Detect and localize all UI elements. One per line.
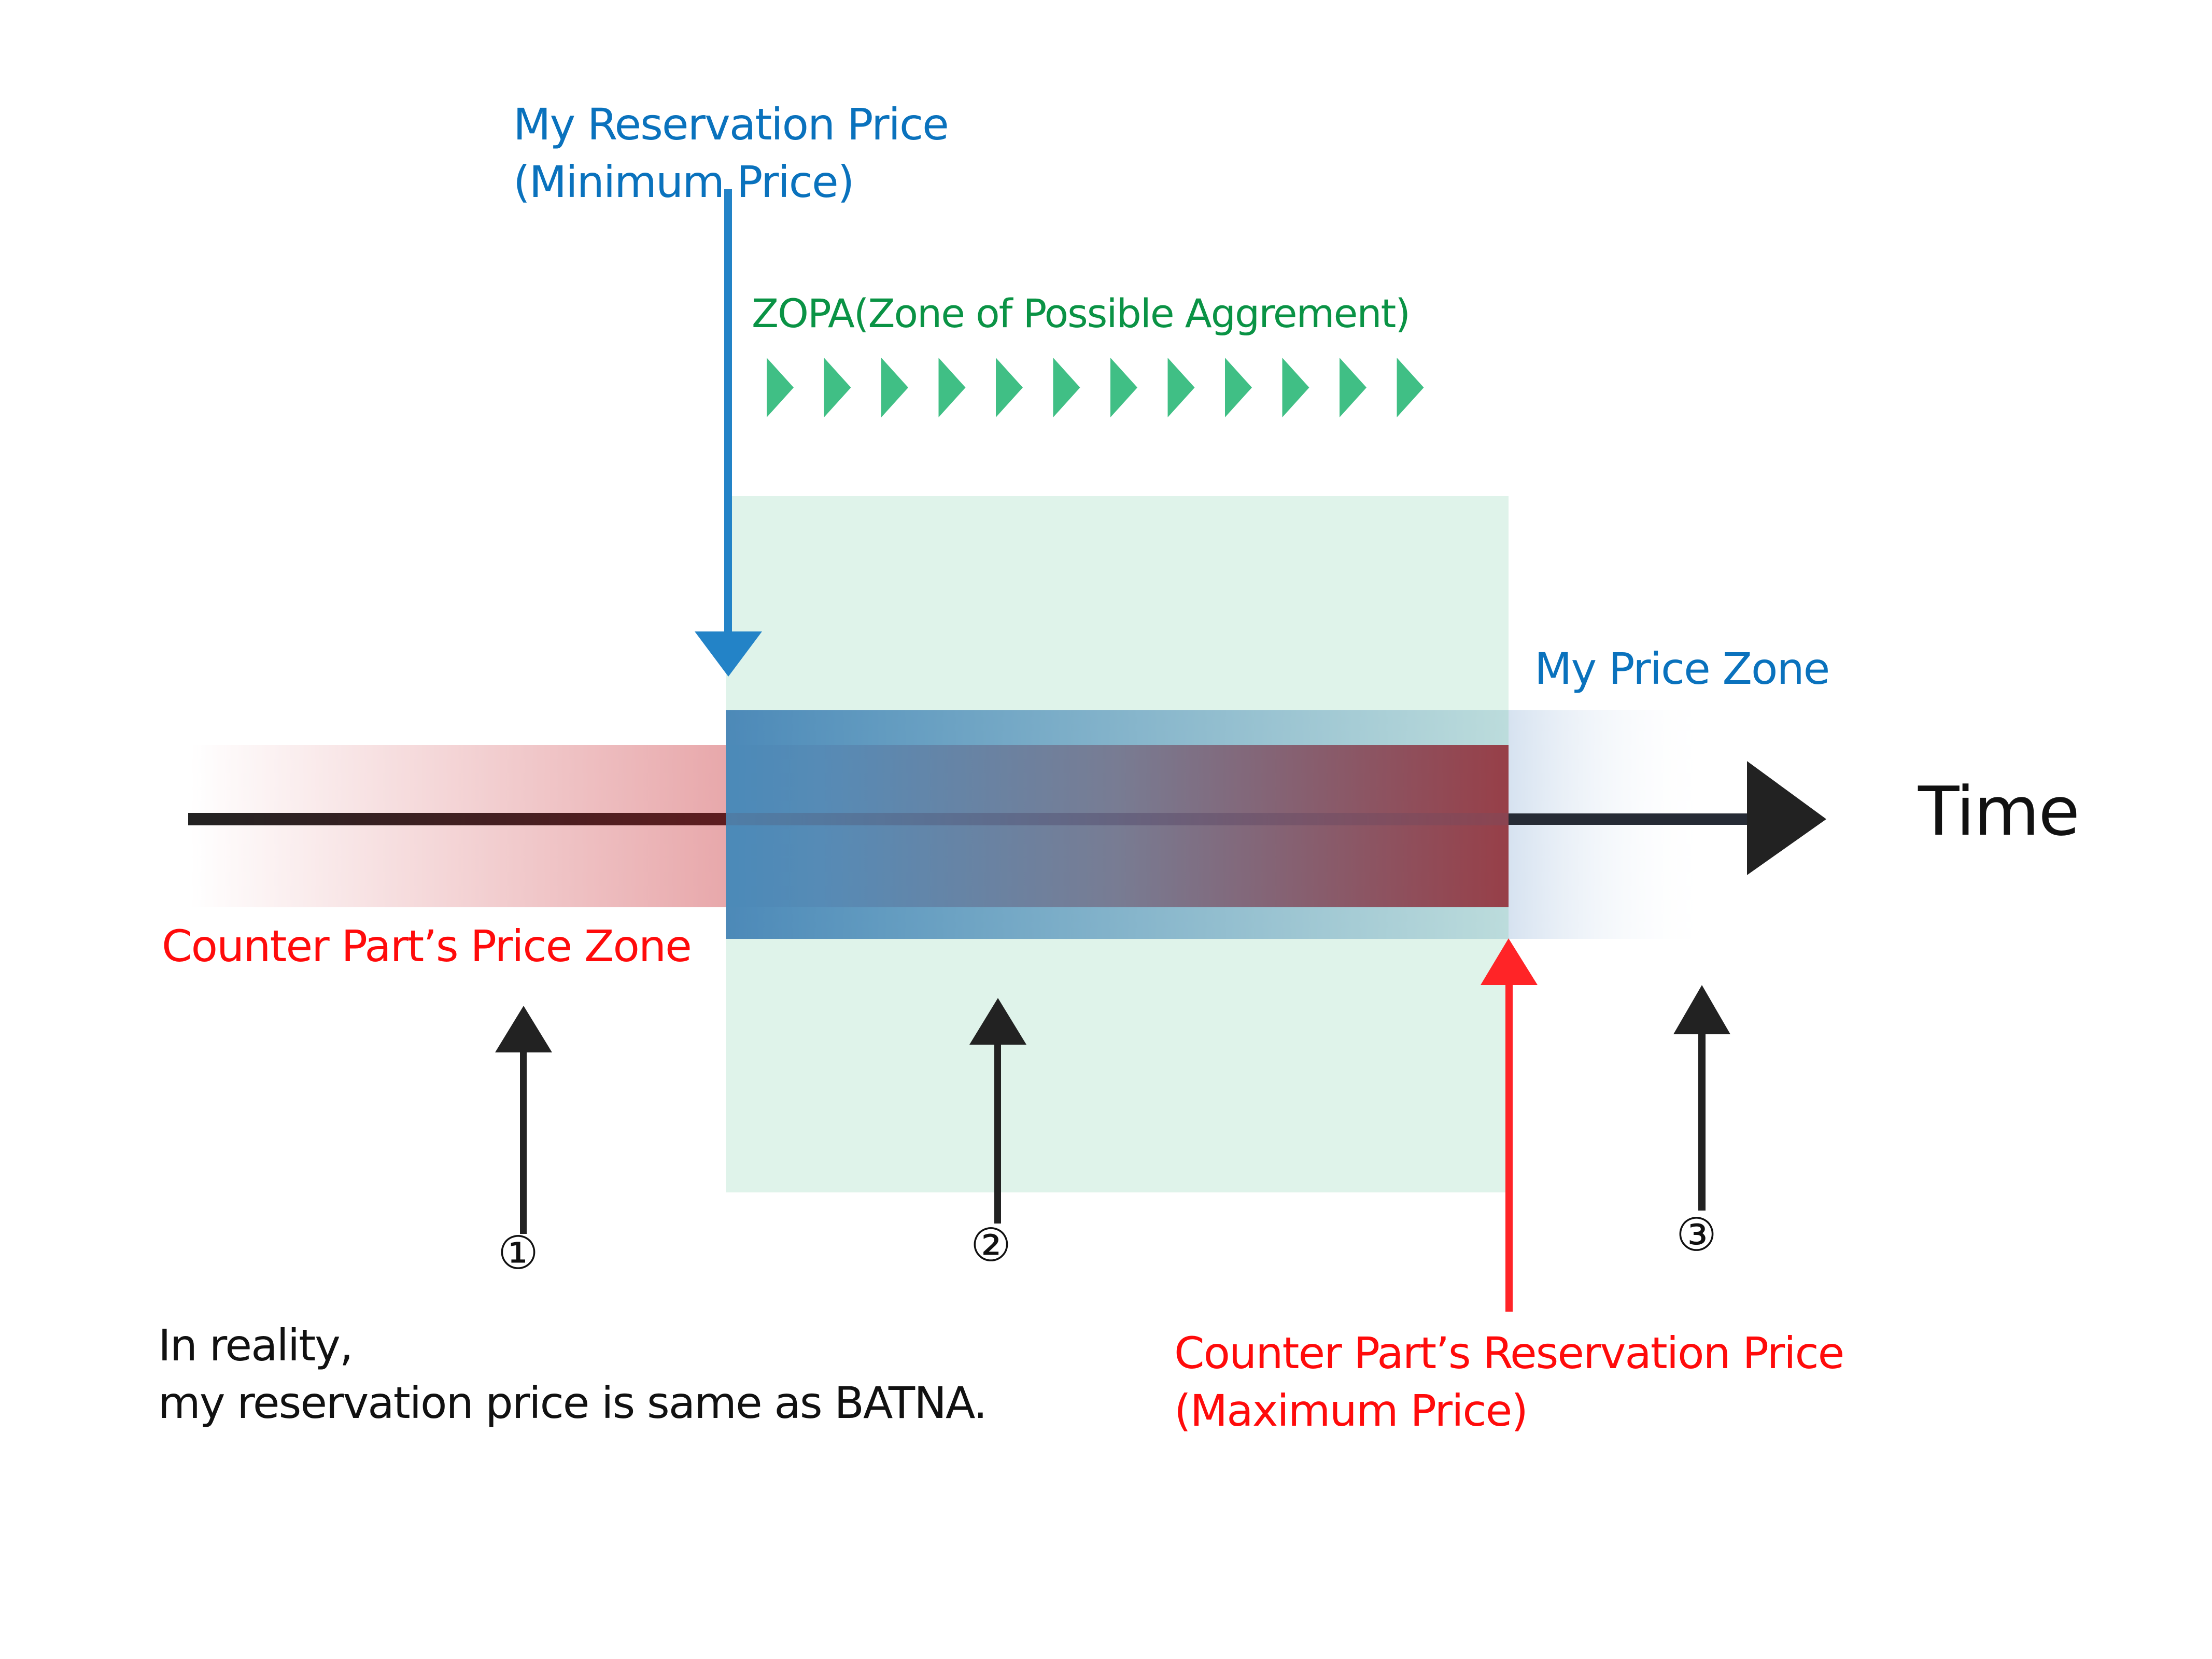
marker-arrow-2	[969, 998, 1026, 1224]
my-reservation-price-title: My Reservation Price	[513, 99, 949, 150]
counterpart-reservation-price-title: Counter Part’s Reservation Price	[1174, 1328, 1844, 1379]
my-price-zone-label: My Price Zone	[1534, 643, 1830, 694]
marker-arrow-1	[495, 1006, 552, 1234]
chevron-right-icon	[1225, 358, 1252, 417]
chevron-right-icon	[1053, 358, 1080, 417]
zopa-label: ZOPA(Zone of Possible Aggrement)	[752, 290, 1411, 336]
my-reservation-arrow-shaft	[724, 189, 732, 635]
counterpart-reservation-arrow-shaft	[1505, 975, 1513, 1312]
batna-note: In reality, my reservation price is same…	[158, 1317, 988, 1432]
chevron-right-icon	[881, 358, 908, 417]
chevron-right-icon	[767, 358, 794, 417]
chevron-right-icon	[1340, 358, 1366, 417]
arrow-up-icon	[969, 998, 1026, 1045]
counterpart-reservation-price-label: Counter Part’s Reservation Price (Maximu…	[1174, 1325, 1844, 1440]
marker-1: ①	[498, 1226, 539, 1280]
time-axis-right	[1509, 813, 1752, 825]
arrow-right-icon	[1747, 761, 1826, 875]
arrow-down-icon	[695, 631, 762, 677]
counterpart-price-zone	[190, 745, 726, 907]
marker-arrow-3	[1673, 985, 1730, 1211]
time-axis-label: Time	[1918, 772, 2080, 851]
chevron-right-icon	[1282, 358, 1309, 417]
my-reservation-price-subtitle: (Minimum Price)	[513, 156, 854, 207]
chevron-right-icon	[824, 358, 851, 417]
zopa-chevrons	[767, 358, 1424, 417]
time-axis-left	[188, 813, 726, 825]
arrow-up-icon	[1481, 938, 1538, 985]
chevron-right-icon	[1397, 358, 1424, 417]
time-axis-mid	[726, 813, 1509, 825]
chevron-right-icon	[996, 358, 1023, 417]
chevron-right-icon	[1110, 358, 1137, 417]
chevron-right-icon	[1167, 358, 1195, 417]
my-reservation-price-label: My Reservation Price (Minimum Price)	[513, 96, 949, 211]
marker-3: ③	[1676, 1208, 1717, 1261]
counterpart-reservation-price-subtitle: (Maximum Price)	[1174, 1385, 1528, 1436]
batna-note-line-2: my reservation price is same as BATNA.	[158, 1377, 988, 1428]
marker-2: ②	[970, 1218, 1011, 1272]
chevron-right-icon	[938, 358, 966, 417]
batna-note-line-1: In reality,	[158, 1320, 354, 1371]
counterpart-price-zone-label: Counter Part’s Price Zone	[162, 921, 692, 972]
arrow-up-icon	[495, 1006, 552, 1052]
overlap-band	[726, 745, 1509, 907]
arrow-up-icon	[1673, 985, 1730, 1034]
